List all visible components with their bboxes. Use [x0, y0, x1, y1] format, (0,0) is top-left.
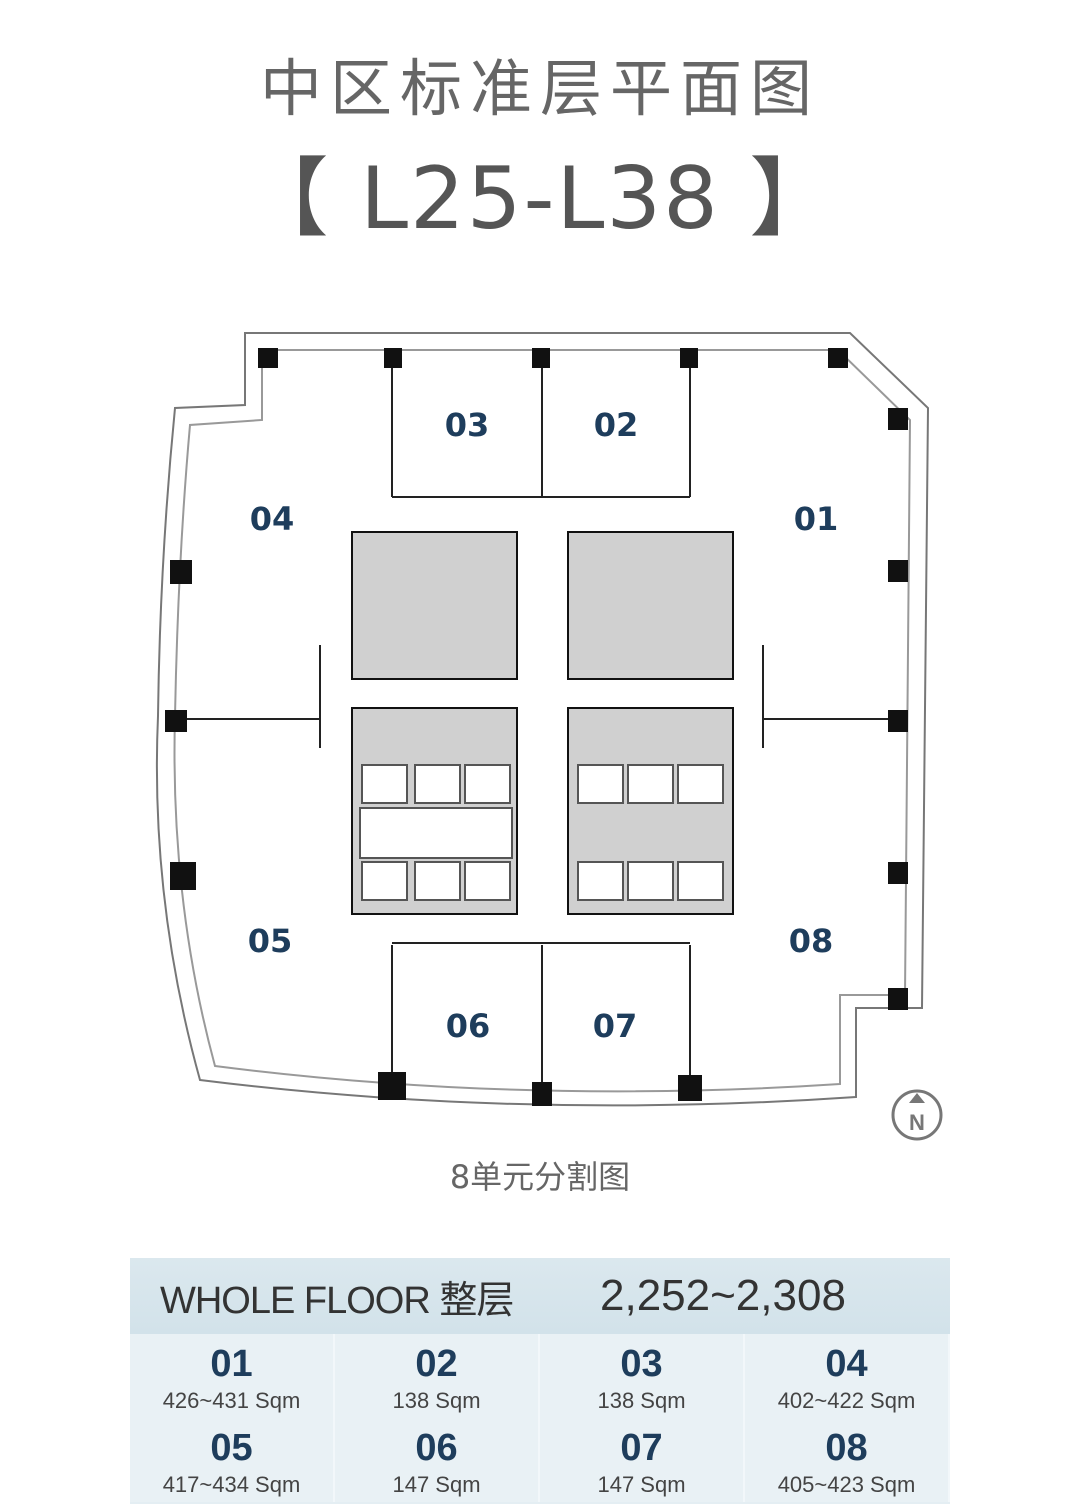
unit-cell: 07 147 Sqm [540, 1418, 745, 1502]
columns [165, 348, 908, 1106]
unit-id: 04 [825, 1343, 868, 1385]
unit-id: 08 [825, 1427, 868, 1469]
area-table: WHOLE FLOOR 整层 2,252~2,308 01 426~431 Sqm… [130, 1258, 950, 1504]
page-title: 中区标准层平面图 [259, 52, 820, 125]
unit-area: 405~423 Sqm [777, 1472, 916, 1497]
unit-area: 417~434 Sqm [162, 1472, 301, 1497]
whole-floor-label: WHOLE FLOOR 整层 [160, 1279, 514, 1322]
unit-cell: 02 138 Sqm [335, 1334, 540, 1418]
unit-label-02: 02 [594, 406, 639, 444]
unit-id: 03 [620, 1343, 663, 1385]
unit-area: 138 Sqm [597, 1388, 686, 1413]
unit-id: 05 [210, 1427, 253, 1469]
unit-cell: 04 402~422 Sqm [745, 1334, 950, 1418]
unit-area: 147 Sqm [392, 1472, 481, 1497]
unit-area: 402~422 Sqm [777, 1388, 916, 1413]
unit-id: 02 [415, 1343, 458, 1385]
unit-label-07: 07 [593, 1007, 638, 1045]
unit-id: 07 [620, 1427, 663, 1469]
unit-label-05: 05 [248, 922, 293, 960]
unit-label-03: 03 [445, 406, 490, 444]
unit-id: 06 [415, 1427, 458, 1469]
floor-plan: 03 02 04 01 05 08 06 07 N [155, 332, 943, 1141]
unit-label-04: 04 [250, 500, 295, 538]
unit-cell: 08 405~423 Sqm [745, 1418, 950, 1502]
unit-cell: 03 138 Sqm [540, 1334, 745, 1418]
unit-cell: 06 147 Sqm [335, 1418, 540, 1502]
unit-area: 138 Sqm [392, 1388, 481, 1413]
unit-label-08: 08 [789, 922, 834, 960]
whole-floor-row: WHOLE FLOOR 整层 2,252~2,308 [130, 1258, 950, 1334]
unit-cell: 05 417~434 Sqm [130, 1418, 335, 1502]
unit-cell: 01 426~431 Sqm [130, 1334, 335, 1418]
compass-icon: N [891, 1089, 943, 1141]
unit-label-06: 06 [446, 1007, 491, 1045]
unit-area: 426~431 Sqm [162, 1388, 301, 1413]
outer-wall [155, 332, 930, 1107]
unit-area: 147 Sqm [597, 1472, 686, 1497]
unit-label-01: 01 [794, 500, 839, 538]
plan-caption: 8单元分割图 [449, 1158, 631, 1196]
unit-id: 01 [210, 1343, 253, 1385]
floor-range: 【 L25-L38 】 [242, 149, 838, 249]
svg-text:N: N [909, 1110, 925, 1135]
whole-floor-value: 2,252~2,308 [600, 1271, 846, 1320]
